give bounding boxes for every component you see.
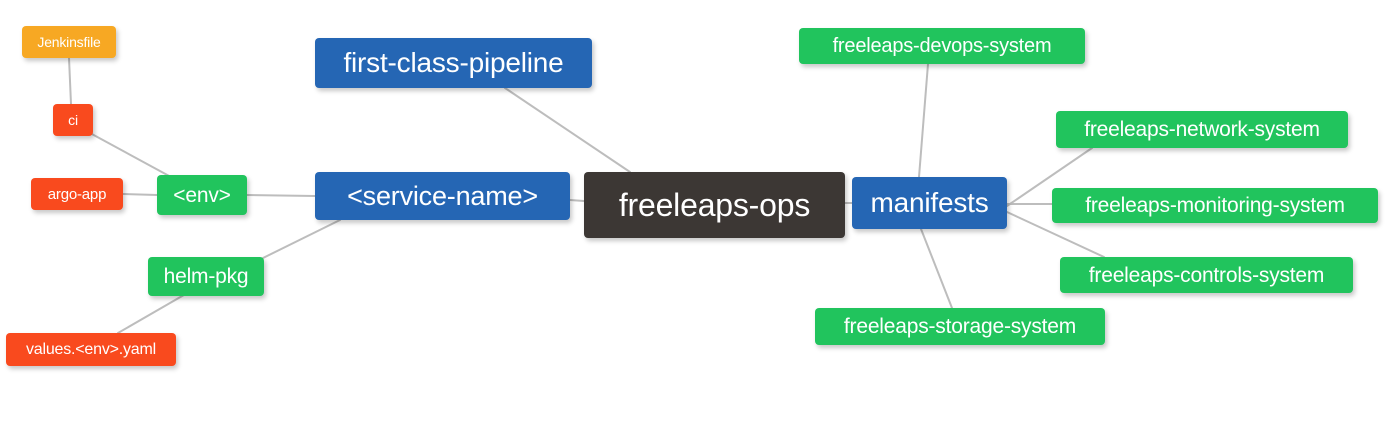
node-label-freeleaps-devops-system: freeleaps-devops-system (832, 35, 1052, 57)
node-freeleaps-devops-system[interactable]: freeleaps-devops-system (799, 28, 1085, 64)
edge-service-name-to-freeleaps-ops (569, 199, 585, 202)
node-jenkinsfile[interactable]: Jenkinsfile (22, 26, 116, 58)
edge-first-class-pipeline-to-freeleaps-ops (504, 87, 631, 173)
node-argo-app[interactable]: argo-app (31, 178, 123, 210)
node-label-freeleaps-controls-system: freeleaps-controls-system (1088, 263, 1325, 287)
node-label-freeleaps-storage-system: freeleaps-storage-system (843, 315, 1077, 338)
node-freeleaps-monitoring-system[interactable]: freeleaps-monitoring-system (1052, 188, 1378, 223)
node-first-class-pipeline[interactable]: first-class-pipeline (315, 38, 592, 88)
node-label-manifests: manifests (870, 187, 989, 218)
node-freeleaps-network-system[interactable]: freeleaps-network-system (1056, 111, 1348, 148)
node-freeleaps-controls-system[interactable]: freeleaps-controls-system (1060, 257, 1353, 293)
edge-manifests-to-freeleaps-storage-system (920, 228, 953, 309)
node-ci[interactable]: ci (53, 104, 93, 136)
node-label-values-env-yaml: values.<env>.yaml (25, 340, 156, 358)
node-freeleaps-ops[interactable]: freeleaps-ops (584, 172, 845, 238)
node-label-service-name: <service-name> (347, 180, 538, 211)
node-manifests[interactable]: manifests (852, 177, 1007, 229)
edge-argo-app-to-env (122, 193, 158, 196)
node-env[interactable]: <env> (157, 175, 247, 215)
node-helm-pkg[interactable]: helm-pkg (148, 257, 264, 296)
node-label-helm-pkg: helm-pkg (163, 265, 249, 288)
node-values-env-yaml[interactable]: values.<env>.yaml (6, 333, 176, 366)
node-label-argo-app: argo-app (47, 185, 107, 203)
node-label-freeleaps-monitoring-system: freeleaps-monitoring-system (1085, 194, 1345, 217)
node-label-freeleaps-ops: freeleaps-ops (618, 187, 811, 223)
edge-ci-to-env (89, 132, 172, 178)
edge-jenkinsfile-to-ci (68, 57, 72, 105)
node-label-ci: ci (68, 112, 78, 128)
node-label-first-class-pipeline: first-class-pipeline (343, 47, 564, 78)
node-freeleaps-storage-system[interactable]: freeleaps-storage-system (815, 308, 1105, 345)
edge-env-to-service-name (246, 194, 316, 197)
node-label-freeleaps-network-system: freeleaps-network-system (1084, 118, 1320, 141)
node-label-jenkinsfile: Jenkinsfile (37, 34, 101, 50)
edge-service-name-to-helm-pkg (262, 219, 341, 259)
node-label-env: <env> (173, 183, 231, 207)
edge-manifests-to-freeleaps-devops-system (918, 63, 929, 178)
node-service-name[interactable]: <service-name> (315, 172, 570, 220)
